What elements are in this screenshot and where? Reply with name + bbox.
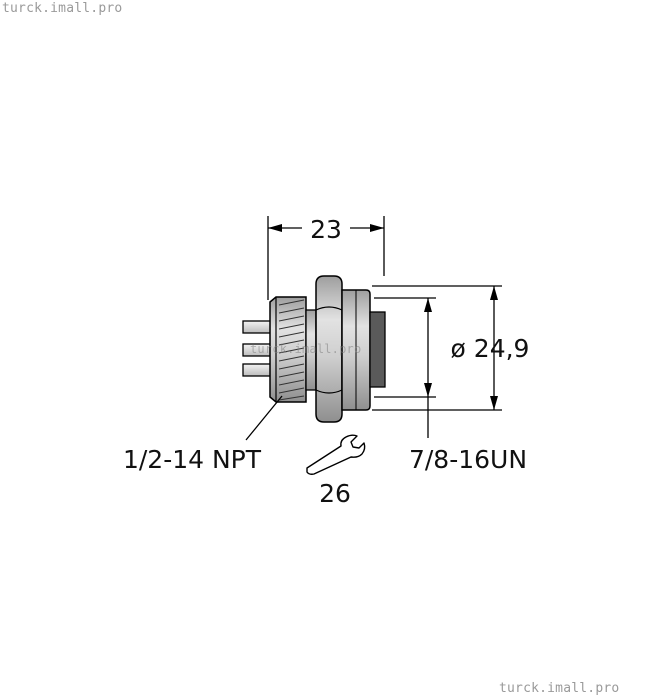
- diameter-dimension: ø 24,9: [372, 285, 530, 411]
- thread-dimension: [374, 297, 436, 438]
- length-label: 23: [310, 215, 342, 244]
- watermark-middle: turck.imall.pro: [250, 342, 362, 356]
- un-thread-label: 7/8-16UN: [409, 445, 527, 474]
- npt-thread-label: 1/2-14 NPT: [123, 445, 262, 474]
- front-insert: [369, 311, 386, 388]
- wrench-size-label: 26: [319, 479, 351, 508]
- npt-thread-section: [269, 296, 307, 403]
- diameter-label: ø 24,9: [451, 334, 530, 363]
- length-dimension: 23: [267, 215, 385, 300]
- flange: [341, 289, 371, 411]
- npt-leader: [245, 395, 283, 441]
- watermark-top: turck.imall.pro: [2, 1, 123, 16]
- watermark-bottom: turck.imall.pro: [499, 681, 620, 696]
- wrench-icon: [306, 434, 366, 475]
